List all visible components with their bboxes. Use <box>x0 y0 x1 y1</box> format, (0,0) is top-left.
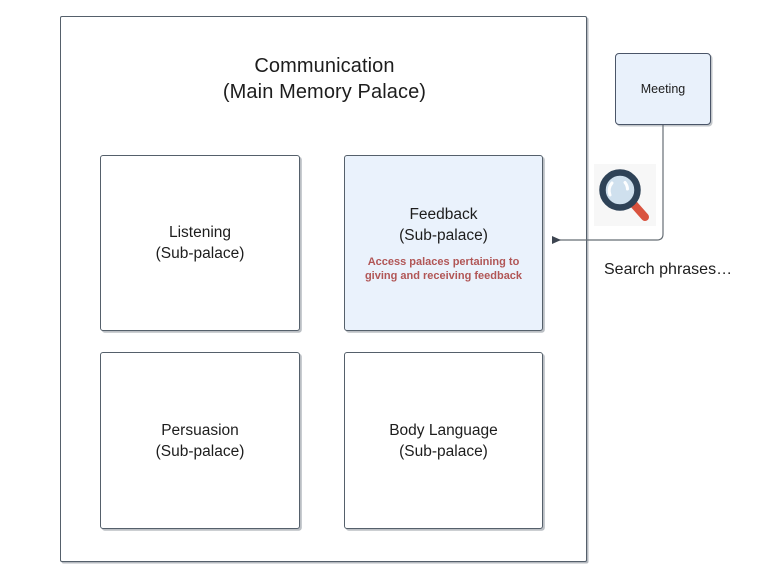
sub-palace-feedback-annotation: Access palaces pertaining to giving and … <box>354 255 534 283</box>
sub-palace-body-language[interactable]: Body Language (Sub-palace) <box>344 352 543 529</box>
sub-palace-listening[interactable]: Listening (Sub-palace) <box>100 155 300 331</box>
meeting-node-label: Meeting <box>640 82 686 96</box>
sub-palace-persuasion-subtitle: (Sub-palace) <box>155 442 245 460</box>
meeting-node[interactable]: Meeting <box>615 53 711 125</box>
sub-palace-feedback[interactable]: Feedback (Sub-palace) Access palaces per… <box>344 155 543 331</box>
page-title: Communication (Main Memory Palace) <box>61 53 588 105</box>
sub-palace-body-language-name: Body Language <box>389 421 498 439</box>
search-phrases-label: Search phrases… <box>604 261 733 278</box>
sub-palace-feedback-title: Feedback (Sub-palace) <box>399 204 488 246</box>
palace-title-line-2: (Main Memory Palace) <box>222 81 427 103</box>
sub-palace-feedback-name: Feedback <box>409 205 478 223</box>
sub-palace-feedback-subtitle: (Sub-palace) <box>399 226 488 244</box>
sub-palace-listening-name: Listening <box>168 224 232 241</box>
sub-palace-listening-title: Listening (Sub-palace) <box>156 222 245 264</box>
sub-palace-body-language-subtitle: (Sub-palace) <box>399 442 488 460</box>
palace-title-line-1: Communication <box>254 55 395 77</box>
magnifier-icon[interactable] <box>594 164 656 226</box>
sub-palace-listening-subtitle: (Sub-palace) <box>155 245 245 262</box>
magnifier-glyph <box>599 169 649 221</box>
feedback-annotation-line-2: giving and receiving feedback <box>364 269 523 282</box>
sub-palace-persuasion-title: Persuasion (Sub-palace) <box>156 420 245 462</box>
sub-palace-persuasion-name: Persuasion <box>161 421 239 439</box>
feedback-annotation-line-1: Access palaces pertaining to <box>367 255 520 268</box>
sub-palace-persuasion[interactable]: Persuasion (Sub-palace) <box>100 352 300 529</box>
sub-palace-body-language-title: Body Language (Sub-palace) <box>389 420 498 462</box>
